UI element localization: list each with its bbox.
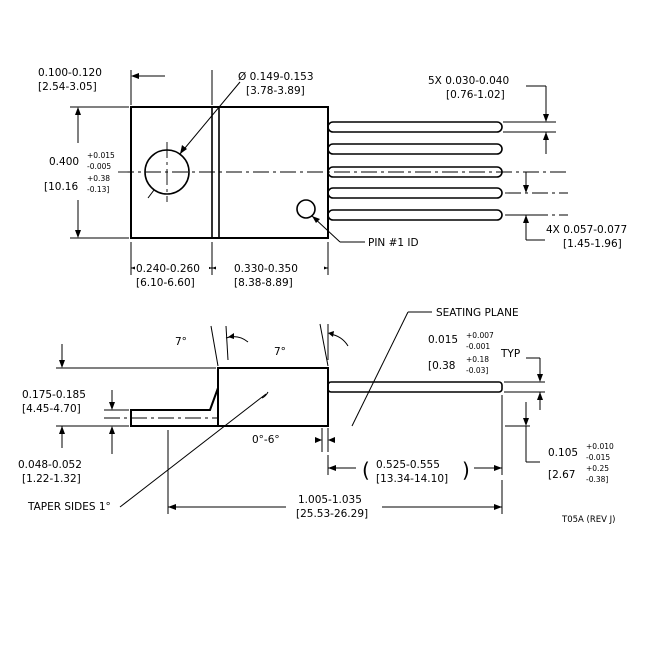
tab-thickness-inch: 0.048-0.052	[18, 459, 82, 471]
angle-left: 7°	[175, 336, 187, 348]
tab-length-mm: [2.54-3.05]	[38, 81, 97, 93]
body-length-inch: 0.330-0.350	[234, 263, 298, 275]
lead-3	[327, 166, 503, 178]
lead-thickness-mm-tol-minus: -0.03]	[466, 366, 488, 375]
lead-thickness-inch: 0.015	[428, 334, 458, 346]
overall-length-inch: 1.005-1.035	[298, 494, 362, 506]
height-inch: 0.400	[49, 156, 79, 168]
lead-thickness-mm: [0.38	[428, 360, 455, 372]
lead-length-open-paren: (	[362, 458, 370, 482]
lead-thickness-inch-tol-plus: +0.007	[466, 331, 494, 340]
standoff-angle: 0°-6°	[252, 434, 280, 446]
lead-offset-inch-tol-plus: +0.010	[586, 442, 614, 451]
lead-length-mm: [13.34-14.10]	[376, 473, 448, 485]
body-length-mm: [8.38-8.89]	[234, 277, 293, 289]
height-mm-tol-plus: +0.38	[87, 174, 110, 183]
lead-width-mm: [0.76-1.02]	[446, 89, 505, 101]
lead-thickness-mm-tol-plus: +0.18	[466, 355, 489, 364]
lead-length-close-paren: )	[462, 458, 470, 482]
body-height-inch: 0.175-0.185	[22, 389, 86, 401]
lead-thickness-inch-tol-minus: -0.001	[466, 342, 490, 351]
lead-offset-mm-tol-plus: +0.25	[586, 464, 609, 473]
seating-plane-label: SEATING PLANE	[436, 307, 519, 319]
tab-thickness-mm: [1.22-1.32]	[22, 473, 81, 485]
lead-offset-inch: 0.105	[548, 447, 578, 459]
lead-side	[327, 381, 503, 393]
body-height-mm: [4.45-4.70]	[22, 403, 81, 415]
top-view: 0.100-0.120 [2.54-3.05] Ø 0.149-0.153 [3…	[38, 67, 627, 289]
drawing-code: T05A (REV J)	[561, 515, 615, 525]
body-side	[217, 367, 329, 427]
lead-pitch-mm: [1.45-1.96]	[563, 238, 622, 250]
overall-length-mm: [25.53-26.29]	[296, 508, 368, 520]
hole-diameter-mm: [3.78-3.89]	[246, 85, 305, 97]
hole-diameter-inch: Ø 0.149-0.153	[238, 71, 314, 83]
height-inch-tol-plus: +0.015	[87, 151, 115, 160]
tab-length-inch: 0.100-0.120	[38, 67, 102, 79]
lead-4	[327, 187, 503, 199]
height-mm: [10.16	[44, 181, 78, 193]
tab-to-body-mm: [6.10-6.60]	[136, 277, 195, 289]
lead-1	[327, 121, 503, 133]
package-body-top	[130, 106, 329, 239]
side-view: 7° 7° SEATING PLANE 0.015 +0.007 -0.001 …	[18, 307, 614, 524]
pin1-id-marker	[296, 199, 316, 219]
lead-width-inch: 5X 0.030-0.040	[428, 75, 509, 87]
taper-label: TAPER SIDES 1°	[27, 501, 111, 513]
lead-offset-mm: [2.67	[548, 469, 575, 481]
lead-offset-inch-tol-minus: -0.015	[586, 453, 610, 462]
lead-pitch-inch: 4X 0.057-0.077	[546, 224, 627, 236]
lead-offset-mm-tol-minus: -0.38]	[586, 475, 608, 484]
height-inch-tol-minus: -0.005	[87, 162, 111, 171]
leads-top	[327, 121, 503, 221]
pin1-label: PIN #1 ID	[368, 237, 419, 249]
lead-5	[327, 209, 503, 221]
lead-thickness-typ: TYP	[500, 348, 520, 360]
lead-2	[327, 143, 503, 155]
tab-to-body-inch: 0.240-0.260	[136, 263, 200, 275]
tab-side	[130, 387, 219, 427]
height-mm-tol-minus: -0.13]	[87, 185, 109, 194]
angle-right: 7°	[274, 346, 286, 358]
lead-length-inch: 0.525-0.555	[376, 459, 440, 471]
